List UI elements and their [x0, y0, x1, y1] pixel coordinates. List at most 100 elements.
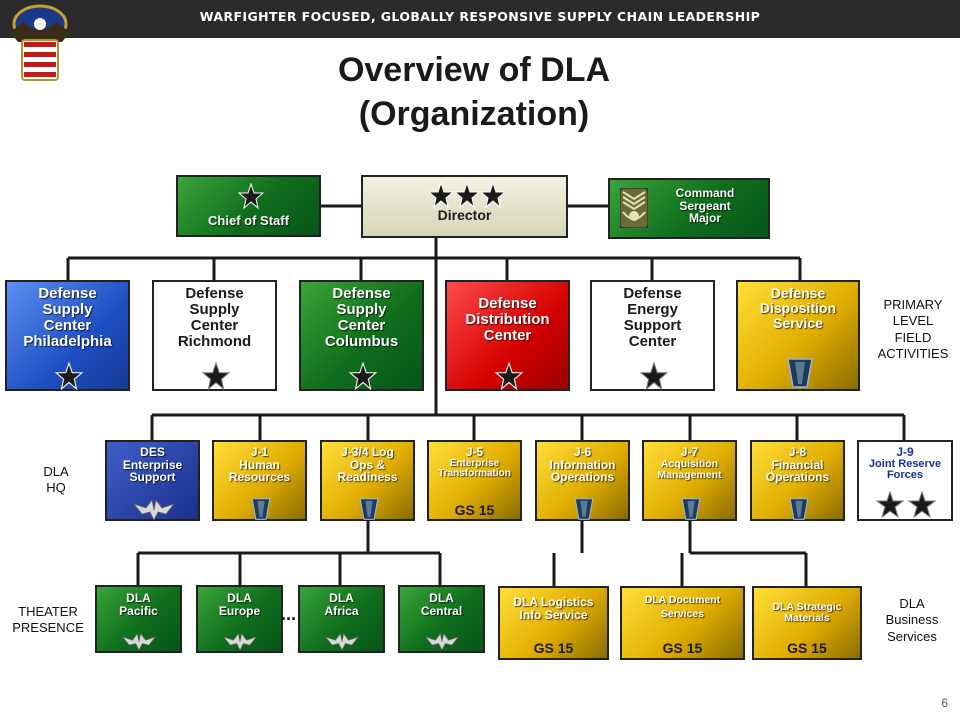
side-label-business-services: DLA Business Services: [868, 596, 956, 645]
j34-label: J-3/4 Log Ops & Readiness: [322, 446, 413, 484]
central-line-2: Central: [420, 603, 463, 618]
hq-line-2: HQ: [46, 480, 66, 496]
dds-line-1: Defense: [770, 285, 826, 301]
dsc-richmond-label: Defense Supply Center Richmond: [154, 286, 275, 350]
dsc-philadelphia-box[interactable]: Defense Supply Center Philadelphia: [5, 280, 130, 391]
business-line-1: DLA: [899, 596, 925, 611]
dds-label: Defense Disposition Service: [738, 286, 858, 330]
dlis-line-1: DLA Logistics: [513, 595, 594, 609]
desc-label: Defense Energy Support Center: [592, 286, 713, 350]
dscr-line-4: Richmond: [177, 332, 252, 350]
j6-information-operations-box[interactable]: J-6 Information Operations: [535, 440, 630, 521]
dscc-line-2: Supply: [336, 300, 387, 318]
star-icon: [349, 362, 377, 390]
j9-label: J-9 Joint Reserve Forces: [859, 446, 951, 482]
desc-line-3: Support: [623, 316, 682, 334]
ddc-line-2: Distribution: [465, 310, 550, 328]
desc-line-4: Center: [628, 332, 677, 350]
business-line-2: Business: [885, 612, 939, 628]
eagle-insignia-icon: [424, 632, 460, 650]
j34-line-1: J-3/4 Log: [341, 445, 394, 459]
dla-document-services-box[interactable]: DLA Document Services GS 15: [620, 586, 745, 660]
dsc-columbus-box[interactable]: Defense Supply Center Columbus: [299, 280, 424, 391]
des-line-2: Enterprise: [122, 457, 183, 472]
dlis-line-2: Info Service: [519, 607, 588, 622]
j34-log-ops-readiness-box[interactable]: J-3/4 Log Ops & Readiness: [320, 440, 415, 521]
director-box[interactable]: Director: [361, 175, 568, 238]
side-label-dla-hq: DLA HQ: [28, 464, 84, 497]
dscr-line-3: Center: [190, 316, 239, 334]
dla-central-box[interactable]: DLA Central: [398, 585, 485, 653]
page-number: 6: [941, 696, 948, 710]
j5-enterprise-transformation-box[interactable]: J-5 Enterprise Transformation GS 15: [427, 440, 522, 521]
dds-line-2: Disposition: [759, 299, 837, 316]
j1-line-3: Resources: [228, 470, 291, 485]
dscp-line-1: Defense: [38, 285, 97, 302]
csm-line-1: Command: [675, 186, 735, 200]
command-sergeant-major-box[interactable]: Command Sergeant Major: [608, 178, 770, 239]
eagle-insignia-icon: [222, 632, 258, 650]
two-star-icon: [876, 491, 936, 519]
theater-line-2: PRESENCE: [12, 620, 84, 636]
primary-line-4: ACTIVITIES: [877, 345, 949, 361]
j7-line-2: Acquisition: [660, 457, 719, 470]
title-line-1: Overview of DLA: [337, 51, 611, 89]
chief-of-staff-label: Chief of Staff: [208, 213, 289, 228]
dsc-richmond-box[interactable]: Defense Supply Center Richmond: [152, 280, 277, 391]
des-enterprise-support-box[interactable]: DES Enterprise Support: [105, 440, 200, 521]
eagle-insignia-icon: [121, 632, 157, 650]
j34-line-2: Ops &: [349, 457, 386, 472]
eagle-insignia-icon: [324, 632, 360, 650]
dla-africa-label: DLA Africa: [300, 592, 383, 617]
j1-human-resources-box[interactable]: J-1 Human Resources: [212, 440, 307, 521]
dds-line-3: Service: [773, 314, 823, 331]
page-title: Overview of DLA (Organization): [200, 48, 748, 136]
director-label: Director: [437, 207, 492, 223]
dsm-line-1: DLA Strategic: [772, 601, 842, 613]
ses-insignia-icon: [359, 498, 379, 520]
defense-distribution-center-box[interactable]: Defense Distribution Center: [445, 280, 570, 391]
dsc-philadelphia-label: Defense Supply Center Philadelphia: [7, 286, 128, 350]
j6-label: J-6 Information Operations: [537, 446, 628, 484]
j7-line-1: J-7: [680, 445, 699, 459]
hq-line-1: DLA: [43, 464, 69, 479]
dla-strategic-materials-box[interactable]: DLA Strategic Materials GS 15: [752, 586, 862, 660]
dscc-line-1: Defense: [332, 285, 391, 302]
j9-line-2: Joint Reserve: [868, 457, 942, 470]
dlis-grade: GS 15: [533, 640, 574, 656]
dscr-line-1: Defense: [185, 285, 244, 302]
desc-line-2: Energy: [627, 300, 678, 318]
defense-disposition-service-box[interactable]: Defense Disposition Service: [736, 280, 860, 391]
j8-financial-operations-box[interactable]: J-8 Financial Operations: [750, 440, 845, 521]
primary-line-2: LEVEL: [892, 313, 934, 329]
des-line-1: DES: [140, 445, 165, 459]
j7-acquisition-management-box[interactable]: J-7 Acquisition Management: [642, 440, 737, 521]
dla-europe-box[interactable]: DLA Europe: [196, 585, 283, 653]
j5-line-3: Transformation: [438, 468, 511, 480]
j9-joint-reserve-forces-box[interactable]: J-9 Joint Reserve Forces: [857, 440, 953, 521]
j7-label: J-7 Acquisition Management: [644, 446, 735, 481]
dla-logistics-info-service-box[interactable]: DLA Logistics Info Service GS 15: [498, 586, 609, 660]
dla-africa-box[interactable]: DLA Africa: [298, 585, 385, 653]
ses-insignia-icon: [574, 498, 594, 520]
business-line-3: Services: [887, 628, 937, 644]
dscp-line-2: Supply: [42, 300, 93, 318]
dla-pacific-label: DLA Pacific: [97, 592, 180, 617]
dla-pacific-box[interactable]: DLA Pacific: [95, 585, 182, 653]
des-line-3: Support: [129, 470, 176, 485]
star-icon: [55, 362, 83, 390]
j8-line-3: Operations: [765, 470, 830, 485]
chief-of-staff-box[interactable]: Chief of Staff: [176, 175, 321, 237]
primary-line-1: PRIMARY: [883, 297, 943, 312]
doc-line-2: Services: [660, 608, 705, 621]
star-icon: [238, 183, 264, 209]
africa-line-2: Africa: [324, 603, 359, 618]
j9-line-3: Forces: [886, 469, 924, 482]
j8-line-1: J-8: [788, 445, 807, 459]
csm-line-2: Sergeant: [679, 198, 731, 213]
ses-insignia-icon: [789, 498, 809, 520]
defense-energy-support-center-box[interactable]: Defense Energy Support Center: [590, 280, 715, 391]
pacific-line-2: Pacific: [119, 603, 158, 618]
dsc-columbus-label: Defense Supply Center Columbus: [301, 286, 422, 350]
ses-insignia-icon: [251, 498, 271, 520]
